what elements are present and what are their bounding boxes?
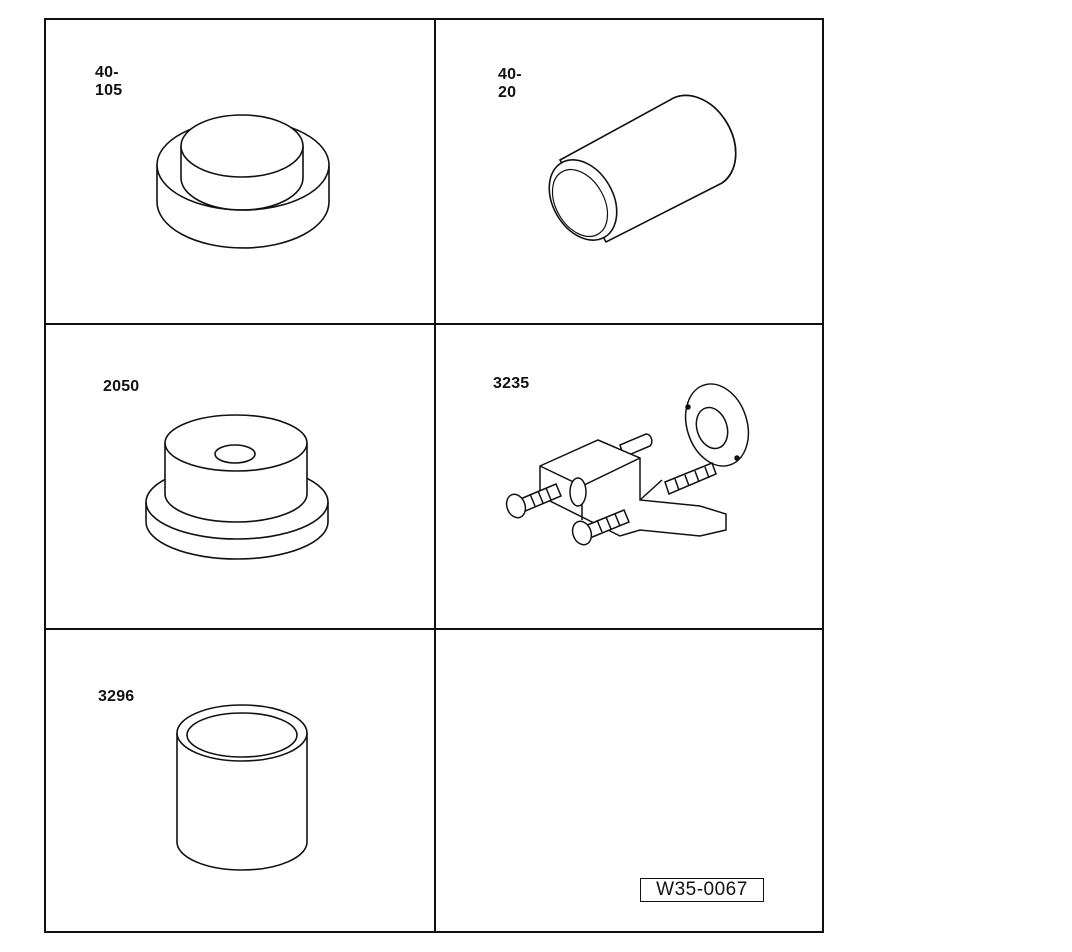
tool-label: 40-20 [498, 66, 522, 101]
tool-chart-frame [44, 18, 824, 933]
tool-label: 40-105 [95, 64, 123, 99]
row-divider-1 [46, 323, 822, 325]
tool-label: 3235 [493, 375, 530, 392]
tool-label: 3296 [98, 688, 135, 705]
tool-label: 2050 [103, 378, 140, 395]
column-divider [434, 20, 436, 931]
row-divider-2 [46, 628, 822, 630]
figure-code: W35-0067 [640, 878, 764, 902]
